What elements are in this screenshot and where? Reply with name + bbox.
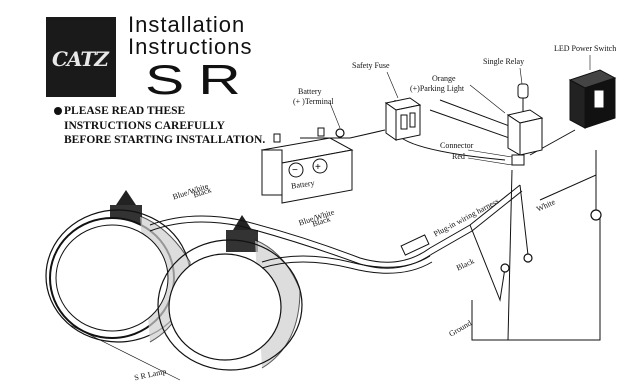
svg-text:−: −	[292, 165, 298, 176]
warning-line-2: INSTRUCTIONS CAREFULLY	[64, 119, 225, 132]
title-line-2: Instructions	[128, 34, 253, 59]
label-leaders	[329, 55, 591, 166]
safety-fuse-icon	[384, 97, 422, 141]
warning-line-1: PLEASE READ THESE	[64, 105, 186, 117]
battery-icon: − +	[260, 127, 354, 204]
warning-line-3: BEFORE STARTING INSTALLATION.	[64, 134, 266, 146]
label-battery-terminal-2: (+ )Terminal	[293, 97, 334, 106]
label-safety-fuse: Safety Fuse	[352, 61, 390, 70]
label-connector: Connector	[440, 141, 474, 150]
svg-text:+: +	[315, 162, 321, 173]
label-orange: Orange	[432, 74, 456, 83]
label-red: Red	[452, 152, 465, 161]
relay-icon	[506, 83, 544, 166]
warning-notice: PLEASE READ THESE INSTRUCTIONS CAREFULLY…	[52, 104, 265, 148]
model-name: SR	[145, 56, 255, 103]
ring-terminals	[335, 128, 602, 273]
label-led-power-switch: LED Power Switch	[554, 44, 617, 53]
label-parking-light: (+)Parking Light	[410, 84, 465, 93]
lamp-right	[157, 215, 303, 371]
label-battery-terminal-1: Battery	[298, 87, 322, 96]
label-single-relay: Single Relay	[483, 57, 525, 66]
title-line-1: Installation	[128, 12, 246, 37]
logo-text: CATZ	[52, 47, 109, 71]
lamp-left	[45, 190, 191, 343]
bullet-icon	[54, 107, 62, 115]
catz-logo: CATZ	[46, 17, 116, 97]
led-power-switch-icon	[568, 69, 617, 129]
